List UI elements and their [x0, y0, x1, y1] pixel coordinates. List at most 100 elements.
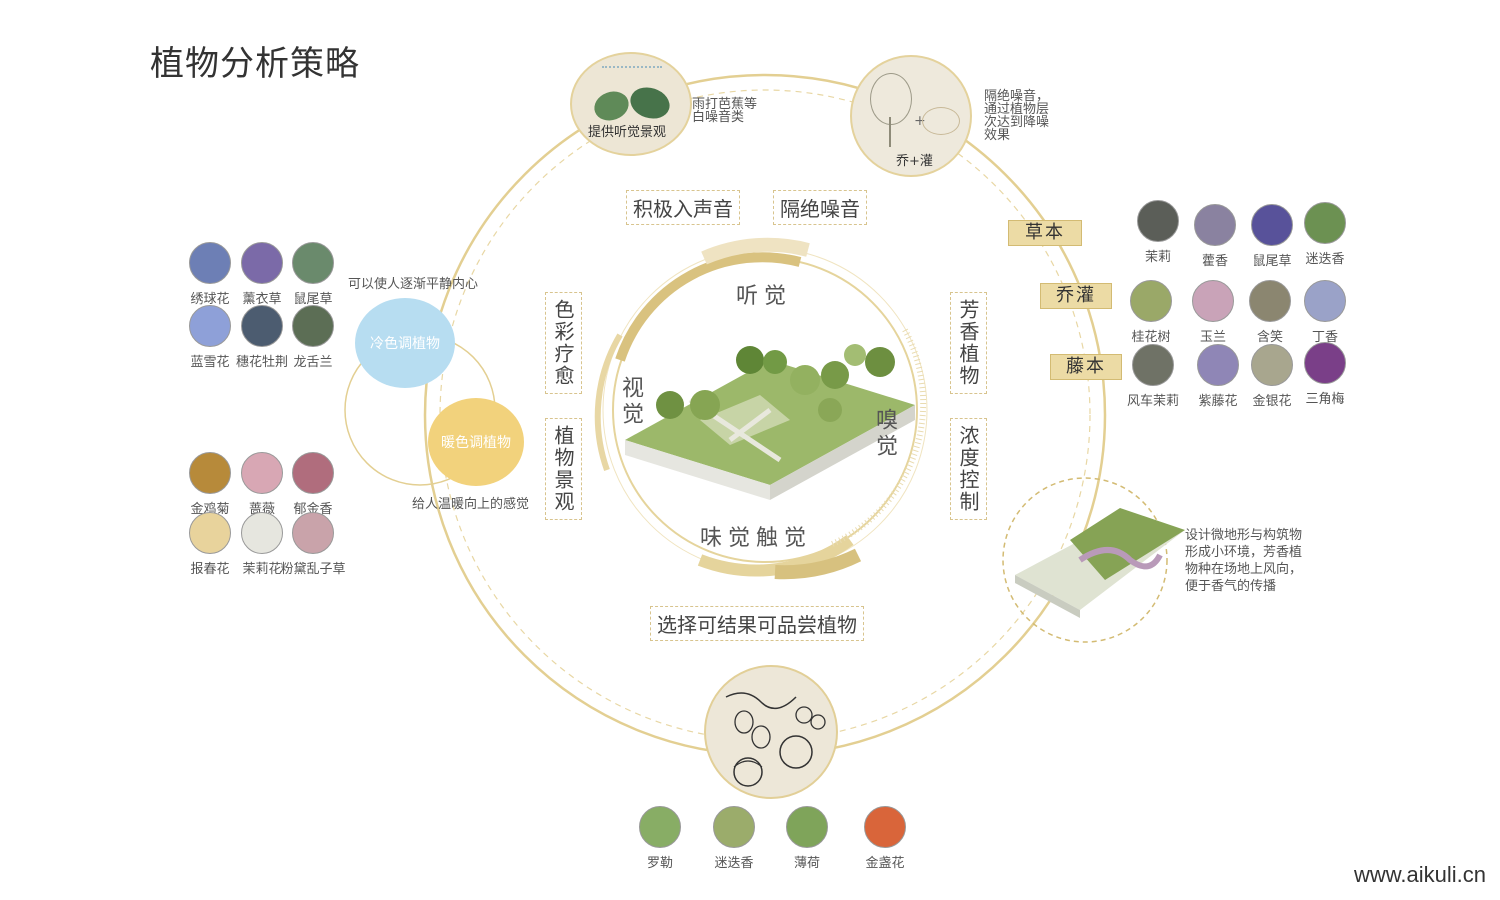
microclimate-ring: [1002, 477, 1168, 643]
microclimate-note: 设计微地形与构筑物 形成小环境，芳香植 物种在场地上风向， 便于香气的传播: [1185, 527, 1302, 595]
tag-active-sound: 积极入声音: [626, 190, 740, 225]
plant-label: 丁香: [1311, 330, 1338, 345]
plant-label: 风车茉莉: [1126, 394, 1179, 409]
flower-photo-icon: [1304, 202, 1346, 244]
tree-shrub-note-line: 通过植物层: [984, 102, 1050, 117]
tree-shrub-note-line: 效果: [984, 128, 1011, 143]
plant-item: 龙舌兰: [278, 305, 348, 370]
plant-item: 玉兰: [1178, 280, 1248, 345]
tag-edible: 选择可结果可品尝植物: [650, 606, 864, 641]
microclimate-note-line: 设计微地形与构筑物: [1185, 528, 1303, 543]
microclimate-note-line: 形成小环境，芳香植: [1185, 545, 1303, 560]
plant-label: 含笑: [1256, 330, 1283, 345]
tag-isolate-noise: 隔绝噪音: [773, 190, 867, 225]
flower-photo-icon: [292, 452, 334, 494]
plant-label: 金银花: [1252, 394, 1292, 409]
tag-concentration: 浓度控制: [950, 418, 987, 520]
plant-item: 罗勒: [625, 806, 695, 871]
hearing-note: 雨打芭蕉等 白噪音类: [692, 98, 757, 124]
plant-item: 紫藤花: [1183, 344, 1253, 409]
hearing-circle-label: 提供听觉景观: [588, 125, 667, 140]
category-herb-label: 草本: [1008, 220, 1082, 246]
flower-photo-icon: [1132, 344, 1174, 386]
flower-photo-icon: [189, 452, 231, 494]
plant-item: 鼠尾草: [1237, 204, 1307, 269]
plant-label: 鼠尾草: [1252, 254, 1292, 269]
plant-label: 绣球花: [190, 292, 230, 307]
arc-top: [701, 237, 810, 265]
plant-label: 粉黛乱子草: [280, 562, 346, 577]
flower-photo-icon: [241, 305, 283, 347]
plant-label: 桂花树: [1131, 330, 1171, 345]
tree-shrub-note-line: 次达到降噪: [984, 115, 1050, 130]
flower-photo-icon: [1304, 280, 1346, 322]
warm-tone-blob: 暖色调植物: [428, 398, 524, 486]
plant-label: 迷迭香: [714, 856, 754, 871]
arc-sight: [594, 333, 623, 472]
sense-hearing: 听觉: [736, 284, 793, 309]
plant-item: 粉黛乱子草: [278, 512, 348, 577]
flower-photo-icon: [1251, 204, 1293, 246]
plant-label: 鼠尾草: [293, 292, 333, 307]
plant-item: 穗花牡荆: [227, 305, 297, 370]
flower-photo-icon: [1249, 280, 1291, 322]
flower-photo-icon: [864, 806, 906, 848]
flower-photo-icon: [189, 512, 231, 554]
hearing-note-line: 雨打芭蕉等: [692, 97, 758, 112]
flower-photo-icon: [292, 512, 334, 554]
hearing-circle: 提供听觉景观: [570, 52, 692, 156]
plant-label: 穗花牡荆: [235, 355, 288, 370]
plant-item: 迷迭香: [1290, 202, 1360, 267]
plant-item: 金盏花: [850, 806, 920, 871]
plant-item: 三角梅: [1290, 342, 1360, 407]
herb-photo-icon: [786, 806, 828, 848]
flower-photo-icon: [1194, 204, 1236, 246]
microclimate-note-line: 物种在场地上风向，: [1185, 562, 1303, 577]
plant-label: 三角梅: [1305, 392, 1345, 407]
plant-item: 桂花树: [1116, 280, 1186, 345]
plant-item: 薰衣草: [227, 242, 297, 307]
flower-photo-icon: [1130, 280, 1172, 322]
plant-label: 薄荷: [793, 856, 820, 871]
footer-url[interactable]: www.aikuli.cn: [1353, 862, 1486, 887]
flower-photo-icon: [241, 242, 283, 284]
plant-label: 龙舌兰: [293, 355, 333, 370]
arc-bottom-2: [774, 548, 862, 580]
plant-label: 薰衣草: [242, 292, 282, 307]
tree-shrub-circle: + 乔+灌: [850, 55, 972, 177]
plant-label: 茉莉: [1144, 250, 1171, 265]
herb-photo-icon: [713, 806, 755, 848]
plant-label: 报春花: [190, 562, 230, 577]
plant-item: 藿香: [1180, 204, 1250, 269]
flower-photo-icon: [241, 452, 283, 494]
tree-shrub-note-line: 隔绝噪音，: [984, 89, 1050, 104]
sense-taste-touch: 味觉触觉: [700, 526, 813, 551]
plant-label: 紫藤花: [1198, 394, 1238, 409]
plant-item: 鼠尾草: [278, 242, 348, 307]
tag-plant-view: 植物景观: [545, 418, 582, 520]
microclimate-model: [1015, 508, 1185, 618]
plant-label: 迷迭香: [1305, 252, 1345, 267]
plant-item: 蓝雪花: [175, 305, 245, 370]
tree-shrub-note: 隔绝噪音， 通过植物层 次达到降噪 效果: [984, 90, 1049, 142]
tree-shrub-label: 乔+灌: [896, 154, 933, 169]
fruit-sketch-drawing: [725, 692, 826, 787]
plant-item: 迷迭香: [699, 806, 769, 871]
plant-item: 报春花: [175, 512, 245, 577]
plant-label: 玉兰: [1199, 330, 1226, 345]
garden-model: [625, 344, 915, 500]
sense-sight: 视觉: [618, 376, 643, 428]
plant-item: 丁香: [1290, 280, 1360, 345]
flower-photo-icon: [292, 305, 334, 347]
flower-photo-icon: [1197, 344, 1239, 386]
plant-label: 藿香: [1201, 254, 1228, 269]
plant-item: 含笑: [1235, 280, 1305, 345]
hearing-note-line: 白噪音类: [692, 110, 745, 125]
category-vine-label: 藤本: [1050, 354, 1122, 380]
cool-group-desc: 可以使人逐渐平静内心: [348, 277, 479, 292]
category-tree-shrub-label: 乔灌: [1040, 283, 1112, 309]
fruit-sketch-icon: [704, 665, 838, 799]
plant-label: 茉莉花: [242, 562, 282, 577]
cool-tone-blob: 冷色调植物: [355, 298, 455, 388]
page-title: 植物分析策略: [150, 44, 360, 84]
